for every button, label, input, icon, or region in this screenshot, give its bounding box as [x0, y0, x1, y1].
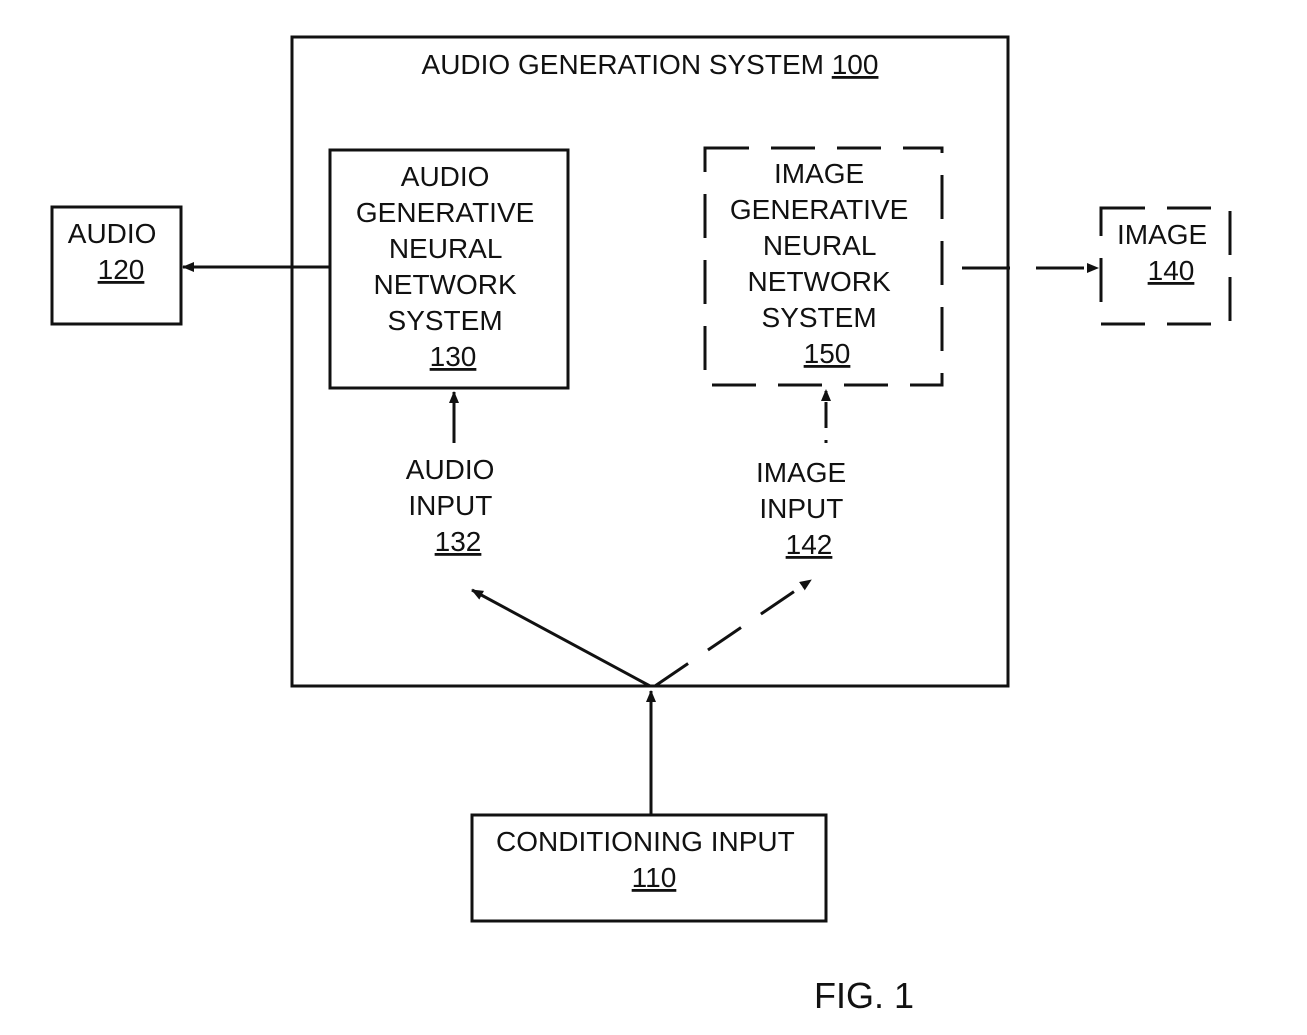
image-nn-label: IMAGE GENERATIVE NEURAL NETWORK SYSTEM 1…: [730, 158, 916, 369]
audio-input-ref: 132: [435, 526, 482, 557]
audio-output-ref: 120: [98, 254, 145, 285]
audio-generation-system-box: [292, 37, 1008, 686]
audio-output-label: AUDIO 120: [68, 218, 164, 285]
conditioning-input-label: CONDITIONING INPUT 110: [496, 826, 802, 893]
system-title: AUDIO GENERATION SYSTEM 100: [422, 49, 879, 80]
image-nn-ref: 150: [804, 338, 851, 369]
figure-label: FIG. 1: [814, 975, 914, 1016]
audio-nn-label: AUDIO GENERATIVE NEURAL NETWORK SYSTEM 1…: [356, 161, 542, 372]
arrow-split-to-image-input: [655, 580, 811, 686]
image-input-label: IMAGE INPUT 142: [756, 457, 854, 560]
image-output-label: IMAGE 140: [1117, 219, 1215, 286]
arrow-split-to-audio-input: [472, 590, 650, 686]
audio-input-label: AUDIO INPUT 132: [406, 454, 502, 557]
image-input-ref: 142: [786, 529, 833, 560]
system-ref: 100: [832, 49, 879, 80]
audio-nn-ref: 130: [430, 341, 477, 372]
conditioning-input-ref: 110: [632, 862, 677, 893]
image-output-ref: 140: [1148, 255, 1195, 286]
